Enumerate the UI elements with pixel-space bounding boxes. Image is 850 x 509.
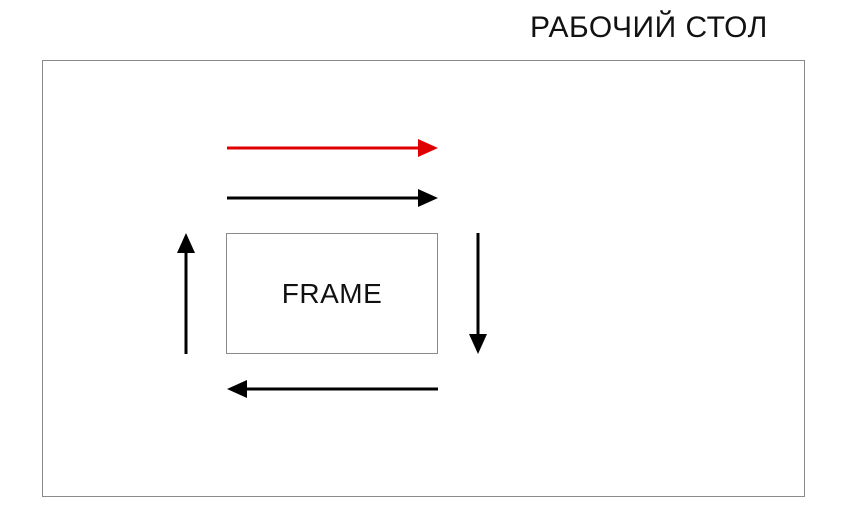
- arrow-left: [227, 380, 438, 398]
- frame-label: FRAME: [281, 277, 383, 309]
- desktop-area: [42, 60, 805, 497]
- arrow-up: [177, 233, 195, 354]
- red-arrow-right: [227, 139, 438, 157]
- frame-box: FRAME: [226, 233, 438, 354]
- arrow-down: [469, 233, 487, 354]
- arrow-right: [227, 189, 438, 207]
- desktop-title: РАБОЧИЙ СТОЛ: [530, 11, 768, 44]
